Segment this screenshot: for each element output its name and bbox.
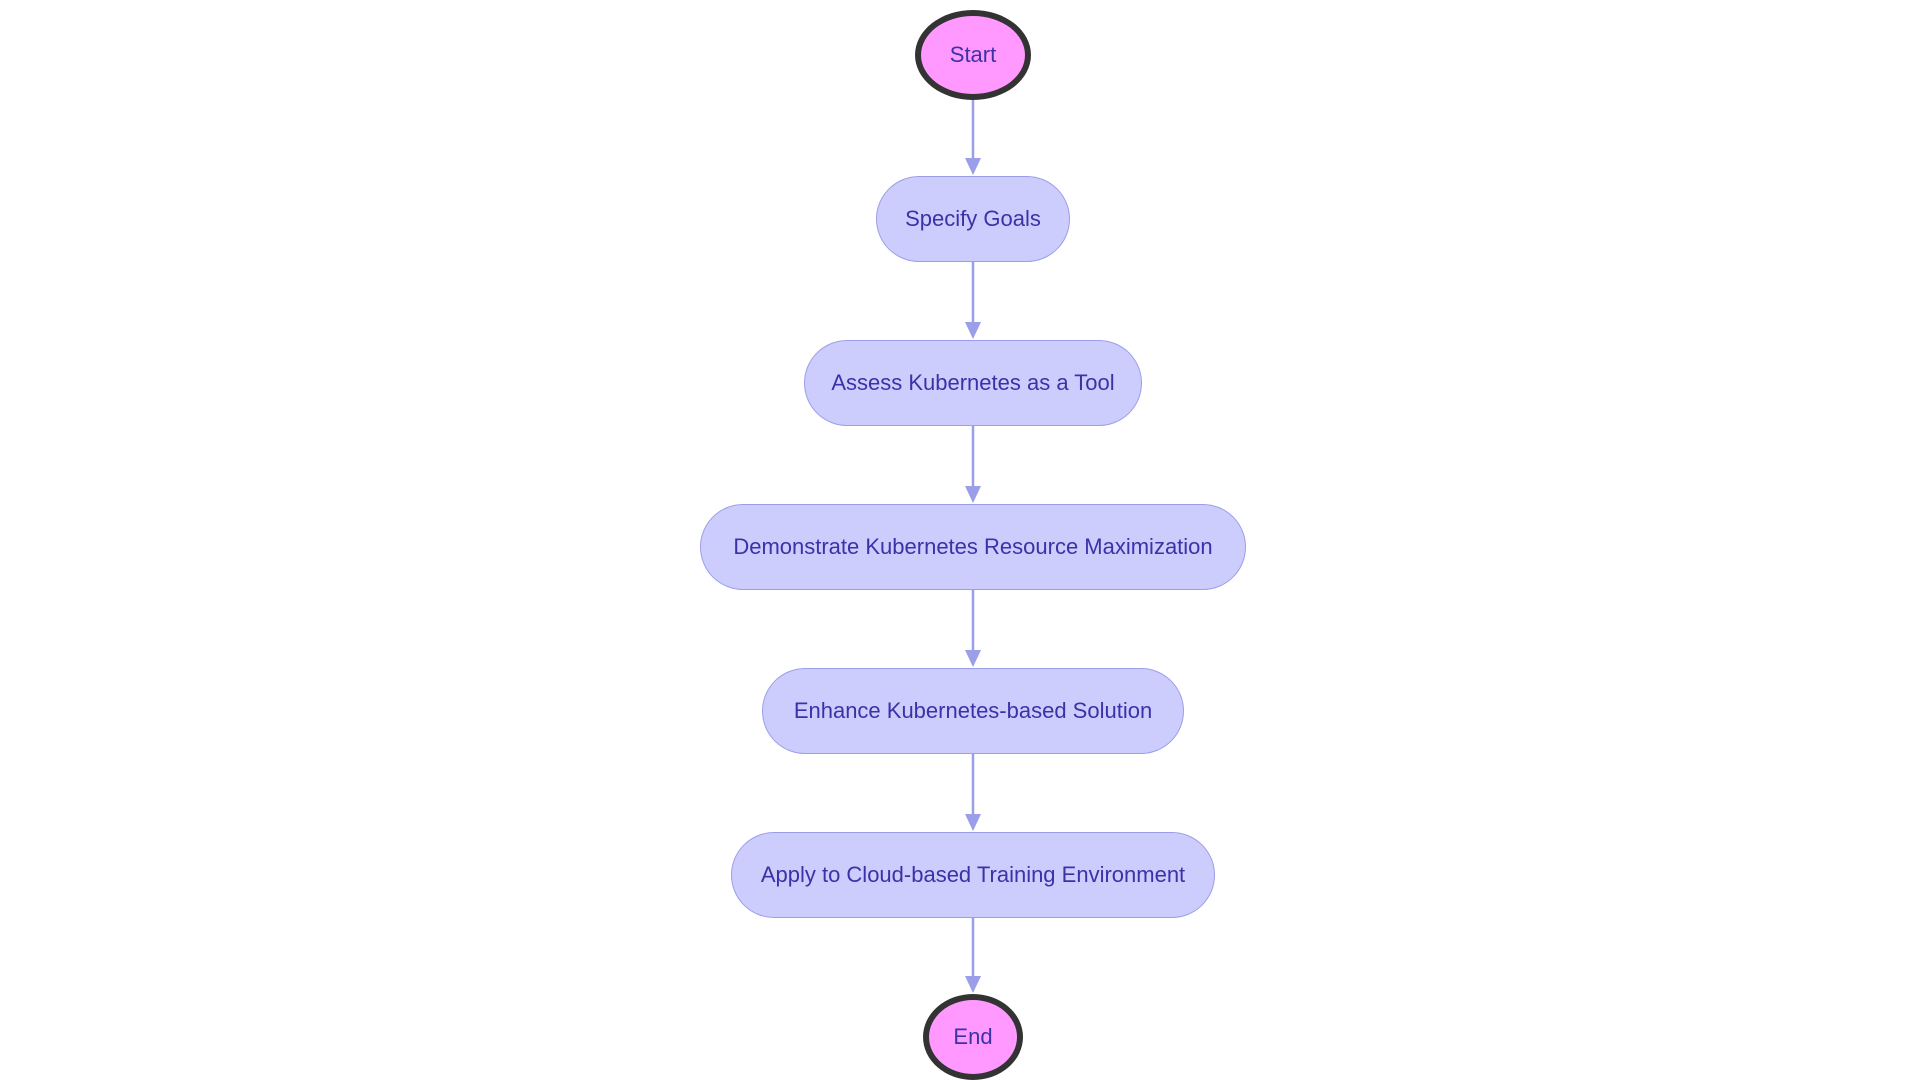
demonstrate-maximization-label: Demonstrate Kubernetes Resource Maximiza… xyxy=(733,534,1213,559)
arrowhead-demonstrate-maximization xyxy=(965,486,981,503)
end-label: End xyxy=(953,1024,993,1049)
arrowhead-end xyxy=(965,976,981,993)
demonstrate-maximization-node: Demonstrate Kubernetes Resource Maximiza… xyxy=(700,504,1246,590)
arrowhead-specify-goals xyxy=(965,158,981,175)
specify-goals-label: Specify Goals xyxy=(905,206,1041,231)
arrowhead-apply-cloud xyxy=(965,814,981,831)
assess-kubernetes-label: Assess Kubernetes as a Tool xyxy=(831,370,1115,395)
apply-cloud-label: Apply to Cloud-based Training Environmen… xyxy=(760,862,1186,887)
arrowhead-enhance-solution xyxy=(965,650,981,667)
assess-kubernetes-node: Assess Kubernetes as a Tool xyxy=(804,340,1142,426)
specify-goals-node: Specify Goals xyxy=(876,176,1070,262)
start-node: Start xyxy=(915,10,1031,100)
start-label: Start xyxy=(949,42,997,67)
end-node: End xyxy=(923,994,1023,1080)
arrowhead-assess-kubernetes xyxy=(965,322,981,339)
enhance-solution-label: Enhance Kubernetes-based Solution xyxy=(793,698,1153,723)
apply-cloud-node: Apply to Cloud-based Training Environmen… xyxy=(731,832,1215,918)
enhance-solution-node: Enhance Kubernetes-based Solution xyxy=(762,668,1184,754)
